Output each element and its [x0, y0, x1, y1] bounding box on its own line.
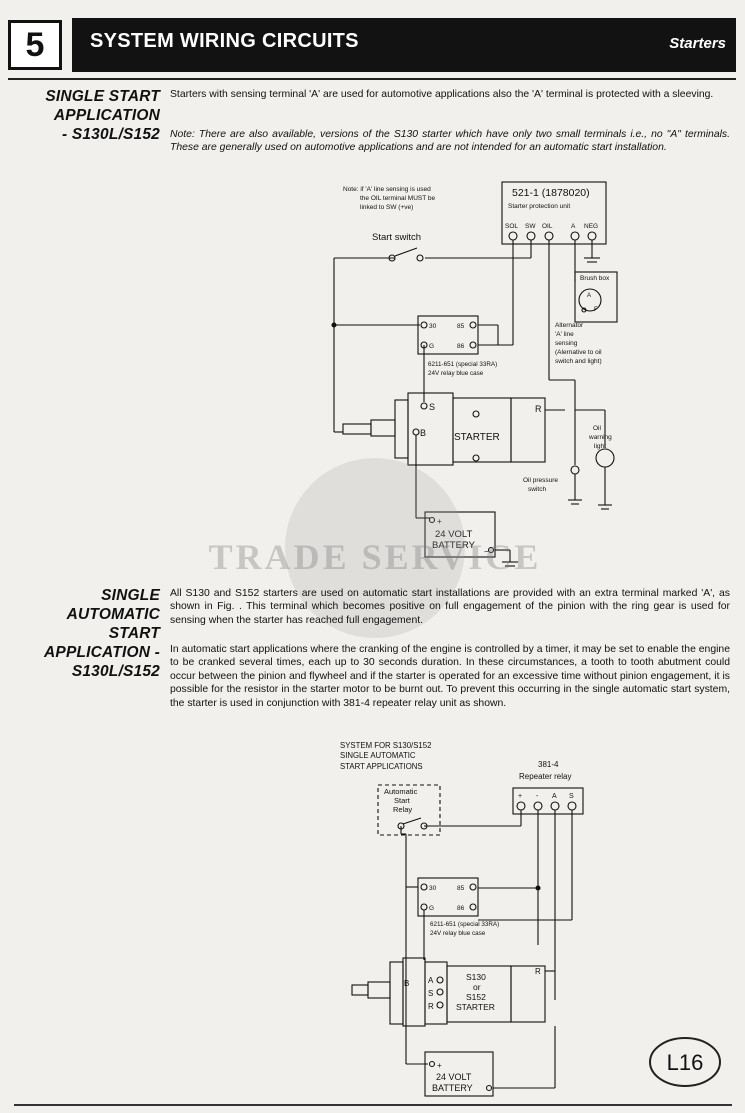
- terminal-neg-label: NEG: [584, 223, 598, 230]
- header-bar: SYSTEM WIRING CIRCUITS Starters: [72, 18, 736, 72]
- battery2-label-line: BATTERY: [432, 1083, 473, 1093]
- section2-heading-line: S130L/S152: [71, 663, 160, 680]
- diagram2-title-line: START APPLICATIONS: [340, 762, 423, 771]
- wiring-diagram-1: Note: if 'A' line sensing is used the OI…: [331, 181, 618, 567]
- diagram1-note-line: Note: if 'A' line sensing is used: [343, 186, 431, 193]
- battery2-label-line: 24 VOLT: [436, 1072, 472, 1082]
- section1-paragraph: Starters with sensing terminal 'A' are u…: [170, 89, 714, 100]
- starter2-label-line: or: [473, 982, 481, 992]
- relay2-caption-line: 6211-651 (special 33RA): [430, 921, 499, 928]
- section2-paragraph: In automatic start applications where th…: [170, 644, 730, 709]
- repeater-terminal-a: A: [552, 793, 557, 800]
- protection-unit-title: 521-1 (1878020): [512, 187, 590, 199]
- page-stamp: L16: [649, 1037, 721, 1087]
- alternator-label-line: switch and light): [555, 358, 602, 365]
- oil-light-label-line: light: [594, 443, 606, 450]
- page-title: SYSTEM WIRING CIRCUITS: [90, 30, 359, 52]
- relay-caption-line: 24V relay blue case: [428, 370, 484, 377]
- oil-light-label-line: Oil: [593, 425, 602, 432]
- starter2-terminal-b: B: [404, 979, 409, 988]
- relay2-terminal-85: 85: [457, 885, 465, 892]
- relay2-terminal-g: G: [429, 905, 434, 912]
- starter2-terminal-s: S: [428, 989, 433, 998]
- auto-relay-label-line: Start: [394, 796, 411, 805]
- footer-divider: [14, 1104, 732, 1106]
- section1-heading: SINGLE START APPLICATION - S130L/S152: [45, 87, 160, 144]
- diagram1-note-line: the OIL terminal MUST be: [360, 195, 436, 202]
- terminal-oil-label: OIL: [542, 223, 553, 230]
- diagram1-note-line: linked to SW (+ve): [360, 204, 413, 211]
- terminal-a-label: A: [571, 223, 576, 230]
- alternator-label-line: 'A' line: [555, 331, 574, 338]
- starter2-terminal-r-end: R: [535, 967, 541, 976]
- starter2-label-line: S152: [466, 992, 486, 1002]
- repeater-terminal-plus: +: [518, 793, 522, 800]
- battery2-plus: +: [437, 1061, 442, 1070]
- relay2-caption-line: 24V relay blue case: [430, 930, 486, 937]
- section1-note: Note: There are also available, versions…: [170, 129, 730, 154]
- repeater-relay-title: 381-4: [538, 760, 559, 769]
- alternator-label-line: Alternator: [555, 322, 584, 329]
- battery-plus: +: [437, 517, 442, 526]
- starter-terminal-b: B: [420, 428, 426, 438]
- repeater-terminal-minus: -: [536, 793, 539, 800]
- starter2-terminal-a: A: [428, 976, 434, 985]
- relay2-terminal-86: 86: [457, 905, 465, 912]
- section1-heading-line: APPLICATION: [53, 107, 160, 124]
- battery-minus: −: [484, 547, 489, 556]
- oil-switch-label-line: Oil pressure: [523, 477, 558, 484]
- starter2-label-line: S130: [466, 972, 486, 982]
- wiring-diagram-2: SYSTEM FOR S130/S152 SINGLE AUTOMATIC ST…: [340, 741, 584, 1097]
- section2-heading-line: SINGLE: [101, 587, 160, 604]
- section2-heading-line: AUTOMATIC: [66, 606, 160, 623]
- relay-terminal-86: 86: [457, 343, 465, 350]
- page-stamp-text: L16: [667, 1050, 704, 1075]
- section2-heading-line: APPLICATION -: [44, 644, 160, 661]
- relay-terminal-g: G: [429, 343, 434, 350]
- starter-label: STARTER: [454, 432, 500, 443]
- alternator-label-line: (Alernative to oil: [555, 349, 602, 356]
- relay-caption-line: 6211-651 (special 33RA): [428, 361, 497, 368]
- brush-box-label: Brush box: [580, 275, 610, 282]
- start-switch-label: Start switch: [372, 232, 421, 243]
- terminal-sol-label: SOL: [505, 223, 518, 230]
- chapter-label: Starters: [669, 35, 726, 52]
- terminal-sw-label: SW: [525, 223, 536, 230]
- repeater-terminal-s: S: [569, 793, 574, 800]
- diagram2-title-line: SINGLE AUTOMATIC: [340, 751, 416, 760]
- oil-switch-label-line: switch: [528, 486, 546, 493]
- section1-heading-line: - S130L/S152: [61, 126, 160, 143]
- relay-terminal-30: 30: [429, 323, 437, 330]
- brush-a-label: A: [587, 293, 591, 299]
- oil-light-label-line: warning: [588, 434, 612, 441]
- auto-relay-label-line: Automatic: [384, 787, 418, 796]
- relay2-terminal-30: 30: [429, 885, 437, 892]
- starter2-label-line: STARTER: [456, 1002, 495, 1012]
- header-divider: [8, 78, 736, 80]
- diagram2-title-line: SYSTEM FOR S130/S152: [340, 741, 431, 750]
- starter-terminal-s: S: [429, 402, 435, 412]
- auto-relay-label-line: Relay: [393, 805, 412, 814]
- section-number: 5: [8, 20, 62, 70]
- section2-paragraph: All S130 and S152 starters are used on a…: [170, 588, 730, 626]
- relay-terminal-85: 85: [457, 323, 465, 330]
- section1-heading-line: SINGLE START: [45, 88, 160, 105]
- section2-heading: SINGLE AUTOMATIC START APPLICATION - S13…: [44, 586, 160, 681]
- brush-f-label: F: [594, 307, 598, 313]
- starter-terminal-r: R: [535, 404, 542, 414]
- battery-label-line: BATTERY: [432, 540, 476, 551]
- alternator-label-line: sensing: [555, 340, 578, 347]
- starter2-terminal-r: R: [428, 1002, 434, 1011]
- repeater-relay-subtitle: Repeater relay: [519, 772, 571, 781]
- section2-heading-line: START: [108, 625, 160, 642]
- battery-label-line: 24 VOLT: [435, 529, 473, 540]
- protection-unit-subtitle: Starter protection unit: [508, 203, 570, 210]
